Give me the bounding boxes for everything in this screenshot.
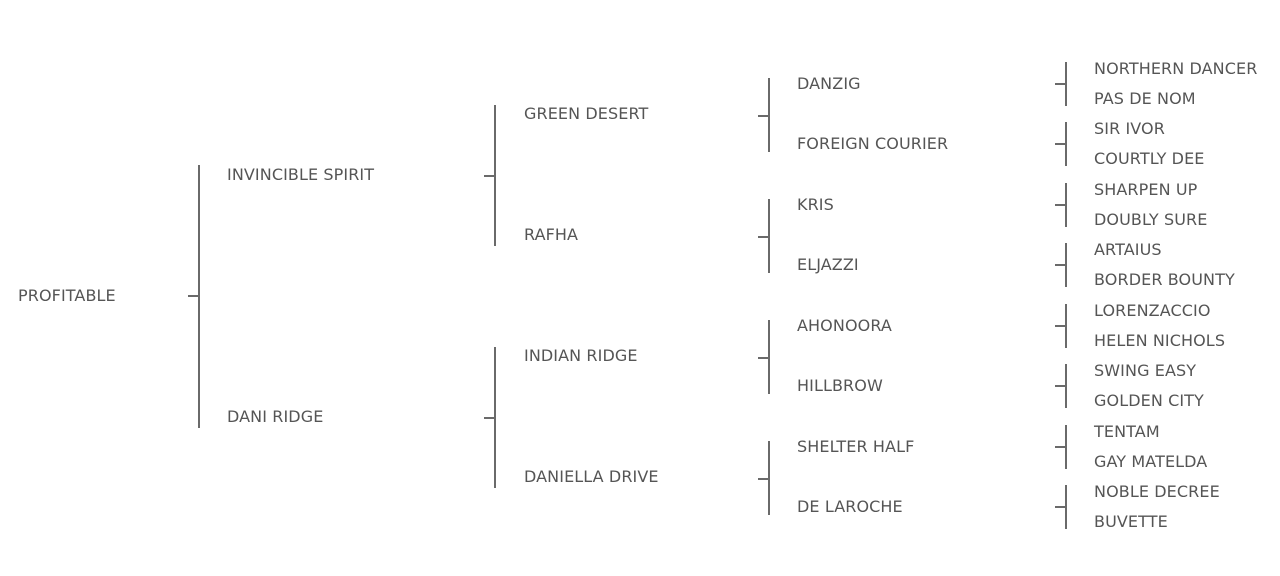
bracket-tick — [758, 478, 769, 480]
bracket-line — [768, 320, 770, 394]
horse-name: PROFITABLE — [18, 286, 116, 305]
gen4-name: HELEN NICHOLS — [1094, 331, 1226, 350]
sire-sire-name: GREEN DESERT — [524, 104, 649, 123]
bracket-tick — [1055, 264, 1066, 266]
bracket-tick — [484, 175, 495, 177]
gen3-name: FOREIGN COURIER — [797, 134, 949, 153]
bracket-tick — [1055, 143, 1066, 145]
gen3-name: DANZIG — [797, 74, 861, 93]
bracket-tick — [188, 295, 199, 297]
bracket-line — [1065, 122, 1067, 166]
gen4-name: NOBLE DECREE — [1094, 482, 1220, 501]
gen4-name: COURTLY DEE — [1094, 149, 1205, 168]
gen3-name: ELJAZZI — [797, 255, 859, 274]
bracket-line — [768, 441, 770, 515]
bracket-tick — [484, 417, 495, 419]
bracket-line — [1065, 62, 1067, 106]
bracket-tick — [758, 236, 769, 238]
bracket-line — [1065, 364, 1067, 408]
bracket-line — [768, 78, 770, 152]
gen3-name: HILLBROW — [797, 376, 883, 395]
gen4-name: NORTHERN DANCER — [1094, 59, 1258, 78]
gen4-name: SIR IVOR — [1094, 119, 1165, 138]
gen4-name: DOUBLY SURE — [1094, 210, 1208, 229]
gen3-name: SHELTER HALF — [797, 437, 915, 456]
gen3-name: DE LAROCHE — [797, 497, 903, 516]
dam-dam-name: DANIELLA DRIVE — [524, 467, 659, 486]
bracket-tick — [1055, 83, 1066, 85]
bracket-tick — [758, 357, 769, 359]
sire-dam-name: RAFHA — [524, 225, 579, 244]
gen4-name: GOLDEN CITY — [1094, 391, 1204, 410]
gen4-name: ARTAIUS — [1094, 240, 1162, 259]
bracket-line — [1065, 304, 1067, 348]
bracket-tick — [1055, 325, 1066, 327]
bracket-line — [1065, 243, 1067, 287]
bracket-line — [1065, 425, 1067, 469]
bracket-tick — [1055, 506, 1066, 508]
gen4-name: BORDER BOUNTY — [1094, 270, 1235, 289]
gen4-name: SHARPEN UP — [1094, 180, 1198, 199]
gen4-name: PAS DE NOM — [1094, 89, 1196, 108]
gen3-name: KRIS — [797, 195, 834, 214]
bracket-line — [494, 105, 496, 246]
bracket-tick — [758, 115, 769, 117]
bracket-line — [198, 165, 200, 428]
bracket-tick — [1055, 204, 1066, 206]
gen4-name: BUVETTE — [1094, 512, 1168, 531]
bracket-line — [494, 347, 496, 488]
gen4-name: LORENZACCIO — [1094, 301, 1211, 320]
bracket-tick — [1055, 446, 1066, 448]
gen4-name: GAY MATELDA — [1094, 452, 1208, 471]
bracket-line — [1065, 485, 1067, 529]
dam-name: DANI RIDGE — [227, 407, 324, 426]
sire-name: INVINCIBLE SPIRIT — [227, 165, 375, 184]
bracket-line — [768, 199, 770, 273]
bracket-line — [1065, 183, 1067, 227]
bracket-tick — [1055, 385, 1066, 387]
gen3-name: AHONOORA — [797, 316, 892, 335]
dam-sire-name: INDIAN RIDGE — [524, 346, 638, 365]
gen4-name: TENTAM — [1094, 422, 1160, 441]
gen4-name: SWING EASY — [1094, 361, 1197, 380]
